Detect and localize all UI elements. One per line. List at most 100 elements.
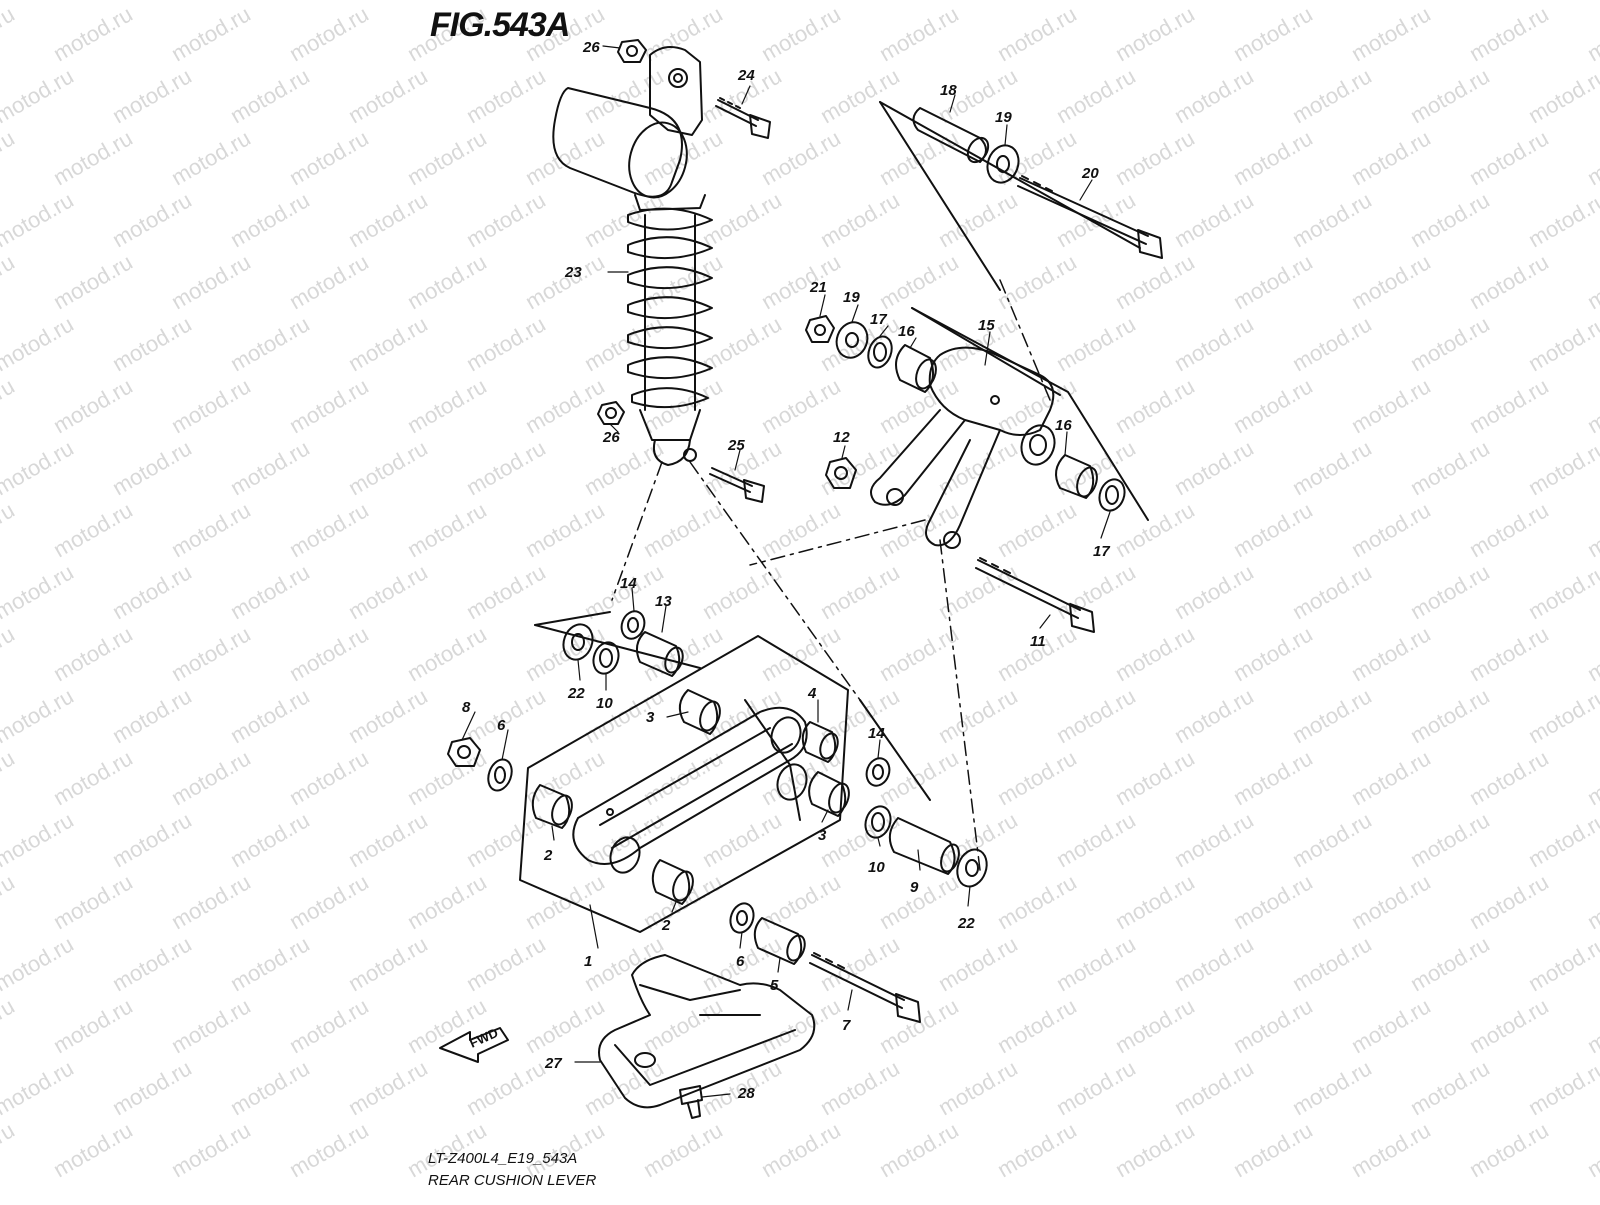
watermark-text: motod.ru bbox=[993, 993, 1081, 1058]
watermark-text: motod.ru bbox=[1052, 807, 1140, 872]
watermark-text: motod.ru bbox=[403, 869, 491, 934]
callout-14: 14 bbox=[868, 725, 885, 742]
watermark-text: motod.ru bbox=[403, 373, 491, 438]
watermark-text: motod.ru bbox=[462, 63, 550, 128]
watermark-text: motod.ru bbox=[1288, 63, 1376, 128]
watermark-text: motod.ru bbox=[521, 373, 609, 438]
watermark-text: motod.ru bbox=[1052, 559, 1140, 624]
watermark-text: motod.ru bbox=[1524, 559, 1600, 624]
watermark-text: motod.ru bbox=[875, 1117, 963, 1182]
watermark-text: motod.ru bbox=[344, 683, 432, 748]
watermark-text: motod.ru bbox=[816, 1055, 904, 1120]
watermark-text: motod.ru bbox=[993, 621, 1081, 686]
watermark-text: motod.ru bbox=[1524, 311, 1600, 376]
watermark-text: motod.ru bbox=[1524, 1055, 1600, 1120]
watermark-text: motod.ru bbox=[1229, 1117, 1317, 1182]
watermark-text: motod.ru bbox=[521, 993, 609, 1058]
watermark-text: motod.ru bbox=[1406, 683, 1494, 748]
watermark-text: motod.ru bbox=[0, 497, 19, 562]
watermark-text: motod.ru bbox=[0, 435, 78, 500]
watermark-text: motod.ru bbox=[167, 249, 255, 314]
watermark-text: motod.ru bbox=[1111, 869, 1199, 934]
watermark-text: motod.ru bbox=[49, 621, 137, 686]
watermark-text: motod.ru bbox=[226, 63, 314, 128]
watermark-text: motod.ru bbox=[167, 869, 255, 934]
watermark-text: motod.ru bbox=[875, 1, 963, 66]
watermark-text: motod.ru bbox=[462, 311, 550, 376]
watermark-text: motod.ru bbox=[167, 497, 255, 562]
watermark-text: motod.ru bbox=[226, 807, 314, 872]
watermark-text: motod.ru bbox=[226, 187, 314, 252]
watermark-text: motod.ru bbox=[1583, 373, 1600, 438]
callout-19: 19 bbox=[995, 109, 1012, 126]
watermark-text: motod.ru bbox=[875, 621, 963, 686]
watermark-text: motod.ru bbox=[226, 683, 314, 748]
watermark-text: motod.ru bbox=[0, 0, 78, 4]
watermark-text: motod.ru bbox=[934, 435, 1022, 500]
watermark-text: motod.ru bbox=[1170, 187, 1258, 252]
watermark-text: motod.ru bbox=[698, 807, 786, 872]
watermark-text: motod.ru bbox=[1288, 807, 1376, 872]
watermark-text: motod.ru bbox=[1111, 1, 1199, 66]
watermark-text: motod.ru bbox=[1111, 125, 1199, 190]
watermark-text: motod.ru bbox=[639, 1117, 727, 1182]
watermark-text: motod.ru bbox=[1229, 373, 1317, 438]
watermark-text: motod.ru bbox=[285, 869, 373, 934]
watermark-text: motod.ru bbox=[1052, 683, 1140, 748]
watermark-text: motod.ru bbox=[1583, 497, 1600, 562]
watermark-text: motod.ru bbox=[403, 497, 491, 562]
watermark-text: motod.ru bbox=[167, 1117, 255, 1182]
watermark-text: motod.ru bbox=[1347, 993, 1435, 1058]
watermark-text: motod.ru bbox=[521, 125, 609, 190]
watermark-text: motod.ru bbox=[1229, 621, 1317, 686]
watermark-text: motod.ru bbox=[757, 1117, 845, 1182]
watermark-text: motod.ru bbox=[108, 559, 196, 624]
watermark-text: motod.ru bbox=[1406, 559, 1494, 624]
watermark-text: motod.ru bbox=[108, 63, 196, 128]
watermark-text: motod.ru bbox=[993, 1117, 1081, 1182]
callout-15: 15 bbox=[978, 317, 995, 334]
watermark-text: motod.ru bbox=[1406, 1055, 1494, 1120]
watermark-text: motod.ru bbox=[285, 745, 373, 810]
watermark-text: motod.ru bbox=[285, 125, 373, 190]
watermark-text: motod.ru bbox=[816, 187, 904, 252]
callout-7: 7 bbox=[842, 1017, 851, 1034]
watermark-text: motod.ru bbox=[0, 1055, 78, 1120]
watermark-text: motod.ru bbox=[639, 497, 727, 562]
watermark-text: motod.ru bbox=[816, 559, 904, 624]
watermark-text: motod.ru bbox=[0, 745, 19, 810]
callout-11: 11 bbox=[1030, 633, 1046, 650]
watermark-text: motod.ru bbox=[108, 311, 196, 376]
watermark-text: motod.ru bbox=[1288, 1055, 1376, 1120]
watermark-text: motod.ru bbox=[993, 1, 1081, 66]
watermark-text: motod.ru bbox=[1524, 807, 1600, 872]
watermark-text: motod.ru bbox=[344, 807, 432, 872]
callout-20: 20 bbox=[1081, 165, 1099, 182]
watermark-text: motod.ru bbox=[1288, 435, 1376, 500]
watermark-text: motod.ru bbox=[1524, 683, 1600, 748]
watermark-text: motod.ru bbox=[108, 931, 196, 996]
watermark-text: motod.ru bbox=[1524, 187, 1600, 252]
watermark-text: motod.ru bbox=[1170, 435, 1258, 500]
callout-26: 26 bbox=[582, 39, 600, 56]
callout-21: 21 bbox=[809, 279, 827, 296]
watermark-text: motod.ru bbox=[1406, 311, 1494, 376]
callout-5: 5 bbox=[770, 977, 779, 994]
watermark-text: motod.ru bbox=[580, 1055, 668, 1120]
watermark-text: motod.ru bbox=[226, 311, 314, 376]
alignment-lines bbox=[611, 279, 1051, 871]
watermark-text: motod.ru bbox=[1111, 373, 1199, 438]
watermark-text: motod.ru bbox=[403, 621, 491, 686]
watermark-text: motod.ru bbox=[285, 497, 373, 562]
watermark-text: motod.ru bbox=[0, 373, 19, 438]
watermark-text: motod.ru bbox=[1288, 311, 1376, 376]
watermark-text: motod.ru bbox=[934, 1055, 1022, 1120]
watermark-text: motod.ru bbox=[167, 373, 255, 438]
link-guard bbox=[598, 954, 816, 1109]
watermark-text: motod.ru bbox=[875, 125, 963, 190]
watermark-text: motod.ru bbox=[1465, 373, 1553, 438]
watermark-text: motod.ru bbox=[108, 807, 196, 872]
watermark-text: motod.ru bbox=[285, 249, 373, 314]
